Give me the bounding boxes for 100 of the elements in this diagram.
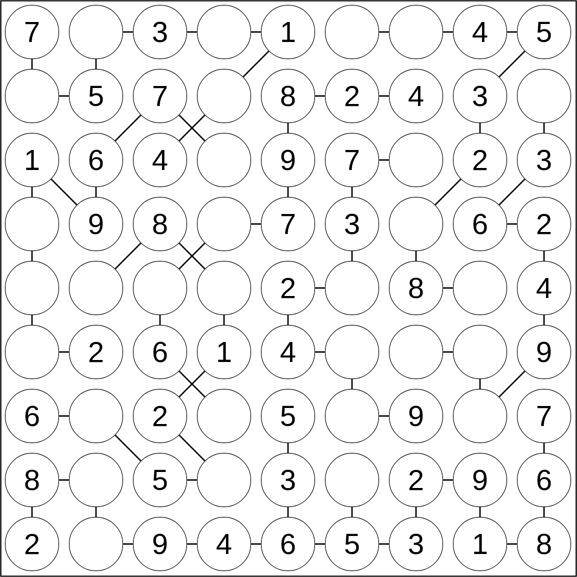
connector-line	[315, 287, 325, 289]
crossing-lines	[178, 114, 206, 142]
connector-line	[59, 351, 69, 353]
connector-line	[315, 543, 325, 545]
empty-circle	[324, 452, 380, 508]
connector-line	[379, 543, 389, 545]
connector-line	[95, 187, 97, 197]
connector-line	[187, 31, 197, 33]
empty-circle	[452, 324, 508, 380]
connector-line	[434, 178, 462, 206]
empty-circle	[68, 260, 124, 316]
empty-circle	[68, 452, 124, 508]
connector-line	[543, 443, 545, 453]
empty-circle	[196, 68, 252, 124]
empty-circle	[132, 260, 188, 316]
empty-circle	[324, 324, 380, 380]
connector-line	[507, 543, 517, 545]
empty-circle	[516, 68, 572, 124]
connector-line	[287, 187, 289, 197]
connector-line	[287, 123, 289, 133]
connector-line	[187, 479, 197, 481]
connector-line	[351, 187, 353, 197]
connector-line	[95, 507, 97, 517]
connector-line	[443, 31, 453, 33]
connector-line	[287, 507, 289, 517]
empty-circle	[68, 4, 124, 60]
empty-circle	[388, 4, 444, 60]
connector-line	[379, 159, 389, 161]
connector-line	[498, 50, 526, 78]
empty-circle	[324, 4, 380, 60]
empty-circle	[324, 388, 380, 444]
connector-line	[95, 59, 97, 69]
connector-line	[498, 178, 526, 206]
empty-circle	[452, 260, 508, 316]
connector-line	[251, 543, 261, 545]
empty-circle	[196, 196, 252, 252]
connector-line	[507, 223, 517, 225]
connector-line	[543, 251, 545, 261]
connector-line	[543, 507, 545, 517]
connector-line	[31, 187, 33, 197]
connector-line	[379, 95, 389, 97]
connector-line	[379, 415, 389, 417]
connector-line	[351, 379, 353, 389]
connector-line	[223, 315, 225, 325]
connector-line	[315, 351, 325, 353]
connector-line	[59, 95, 69, 97]
empty-circle	[4, 260, 60, 316]
connector-line	[31, 507, 33, 517]
connector-line	[543, 315, 545, 325]
empty-circle	[196, 4, 252, 60]
connector-line	[351, 507, 353, 517]
empty-circle	[324, 260, 380, 316]
connector-line	[379, 31, 389, 33]
connector-line	[31, 59, 33, 69]
connector-line	[443, 479, 453, 481]
connector-line	[315, 95, 325, 97]
connector-line	[31, 251, 33, 261]
empty-circle	[388, 196, 444, 252]
connector-line	[543, 123, 545, 133]
empty-circle	[196, 132, 252, 188]
empty-circle	[4, 324, 60, 380]
empty-circle	[196, 452, 252, 508]
connector-line	[287, 315, 289, 325]
connector-line	[123, 543, 133, 545]
connector-line	[479, 507, 481, 517]
connector-line	[251, 223, 261, 225]
connector-line	[187, 543, 197, 545]
connector-line	[415, 507, 417, 517]
empty-circle	[68, 516, 124, 572]
empty-circle	[4, 196, 60, 252]
connector-line	[31, 315, 33, 325]
connector-line	[59, 479, 69, 481]
connector-line	[114, 434, 142, 462]
empty-circle	[388, 324, 444, 380]
empty-circle	[452, 388, 508, 444]
connector-line	[123, 31, 133, 33]
empty-circle	[196, 260, 252, 316]
crossing-lines	[178, 370, 206, 398]
connector-line	[443, 351, 453, 353]
connector-line	[114, 242, 142, 270]
connector-line	[59, 415, 69, 417]
connector-line	[507, 31, 517, 33]
connector-line	[443, 287, 453, 289]
empty-circle	[68, 388, 124, 444]
connector-line	[242, 50, 270, 78]
empty-circle	[196, 388, 252, 444]
connector-line	[287, 443, 289, 453]
connector-line	[114, 114, 142, 142]
empty-circle	[4, 68, 60, 124]
connector-line	[351, 251, 353, 261]
connector-line	[498, 370, 526, 398]
empty-circle	[388, 132, 444, 188]
connector-line	[178, 434, 206, 462]
connector-line	[479, 123, 481, 133]
crossing-lines	[178, 242, 206, 270]
connector-line	[50, 178, 78, 206]
connector-line	[159, 315, 161, 325]
connector-line	[415, 251, 417, 261]
connector-line	[251, 31, 261, 33]
connector-line	[479, 379, 481, 389]
